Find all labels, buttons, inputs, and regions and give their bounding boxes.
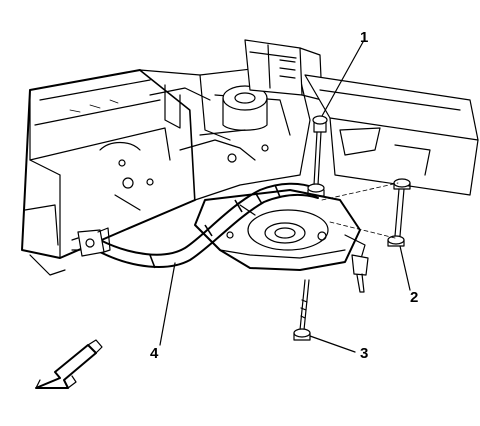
callout-1: 1 — [360, 29, 368, 46]
crossmember — [139, 67, 311, 201]
callout-3: 3 — [360, 345, 368, 362]
front-direction-arrow-icon — [35, 339, 103, 389]
bolt — [293, 279, 311, 341]
callout-leaders — [159, 41, 411, 353]
lower-control-arm — [194, 189, 369, 293]
right-frame — [304, 74, 479, 196]
stabilizer-bar — [99, 182, 319, 269]
alignment-lines — [321, 182, 399, 239]
left-bar-mount — [71, 227, 111, 257]
frame-rail — [21, 69, 196, 276]
upper-bracket — [244, 39, 323, 101]
stabilizer-link-upper — [307, 115, 328, 197]
stabilizer-link-exploded — [387, 178, 411, 247]
callout-4: 4 — [150, 345, 159, 362]
callout-2: 2 — [410, 289, 418, 306]
